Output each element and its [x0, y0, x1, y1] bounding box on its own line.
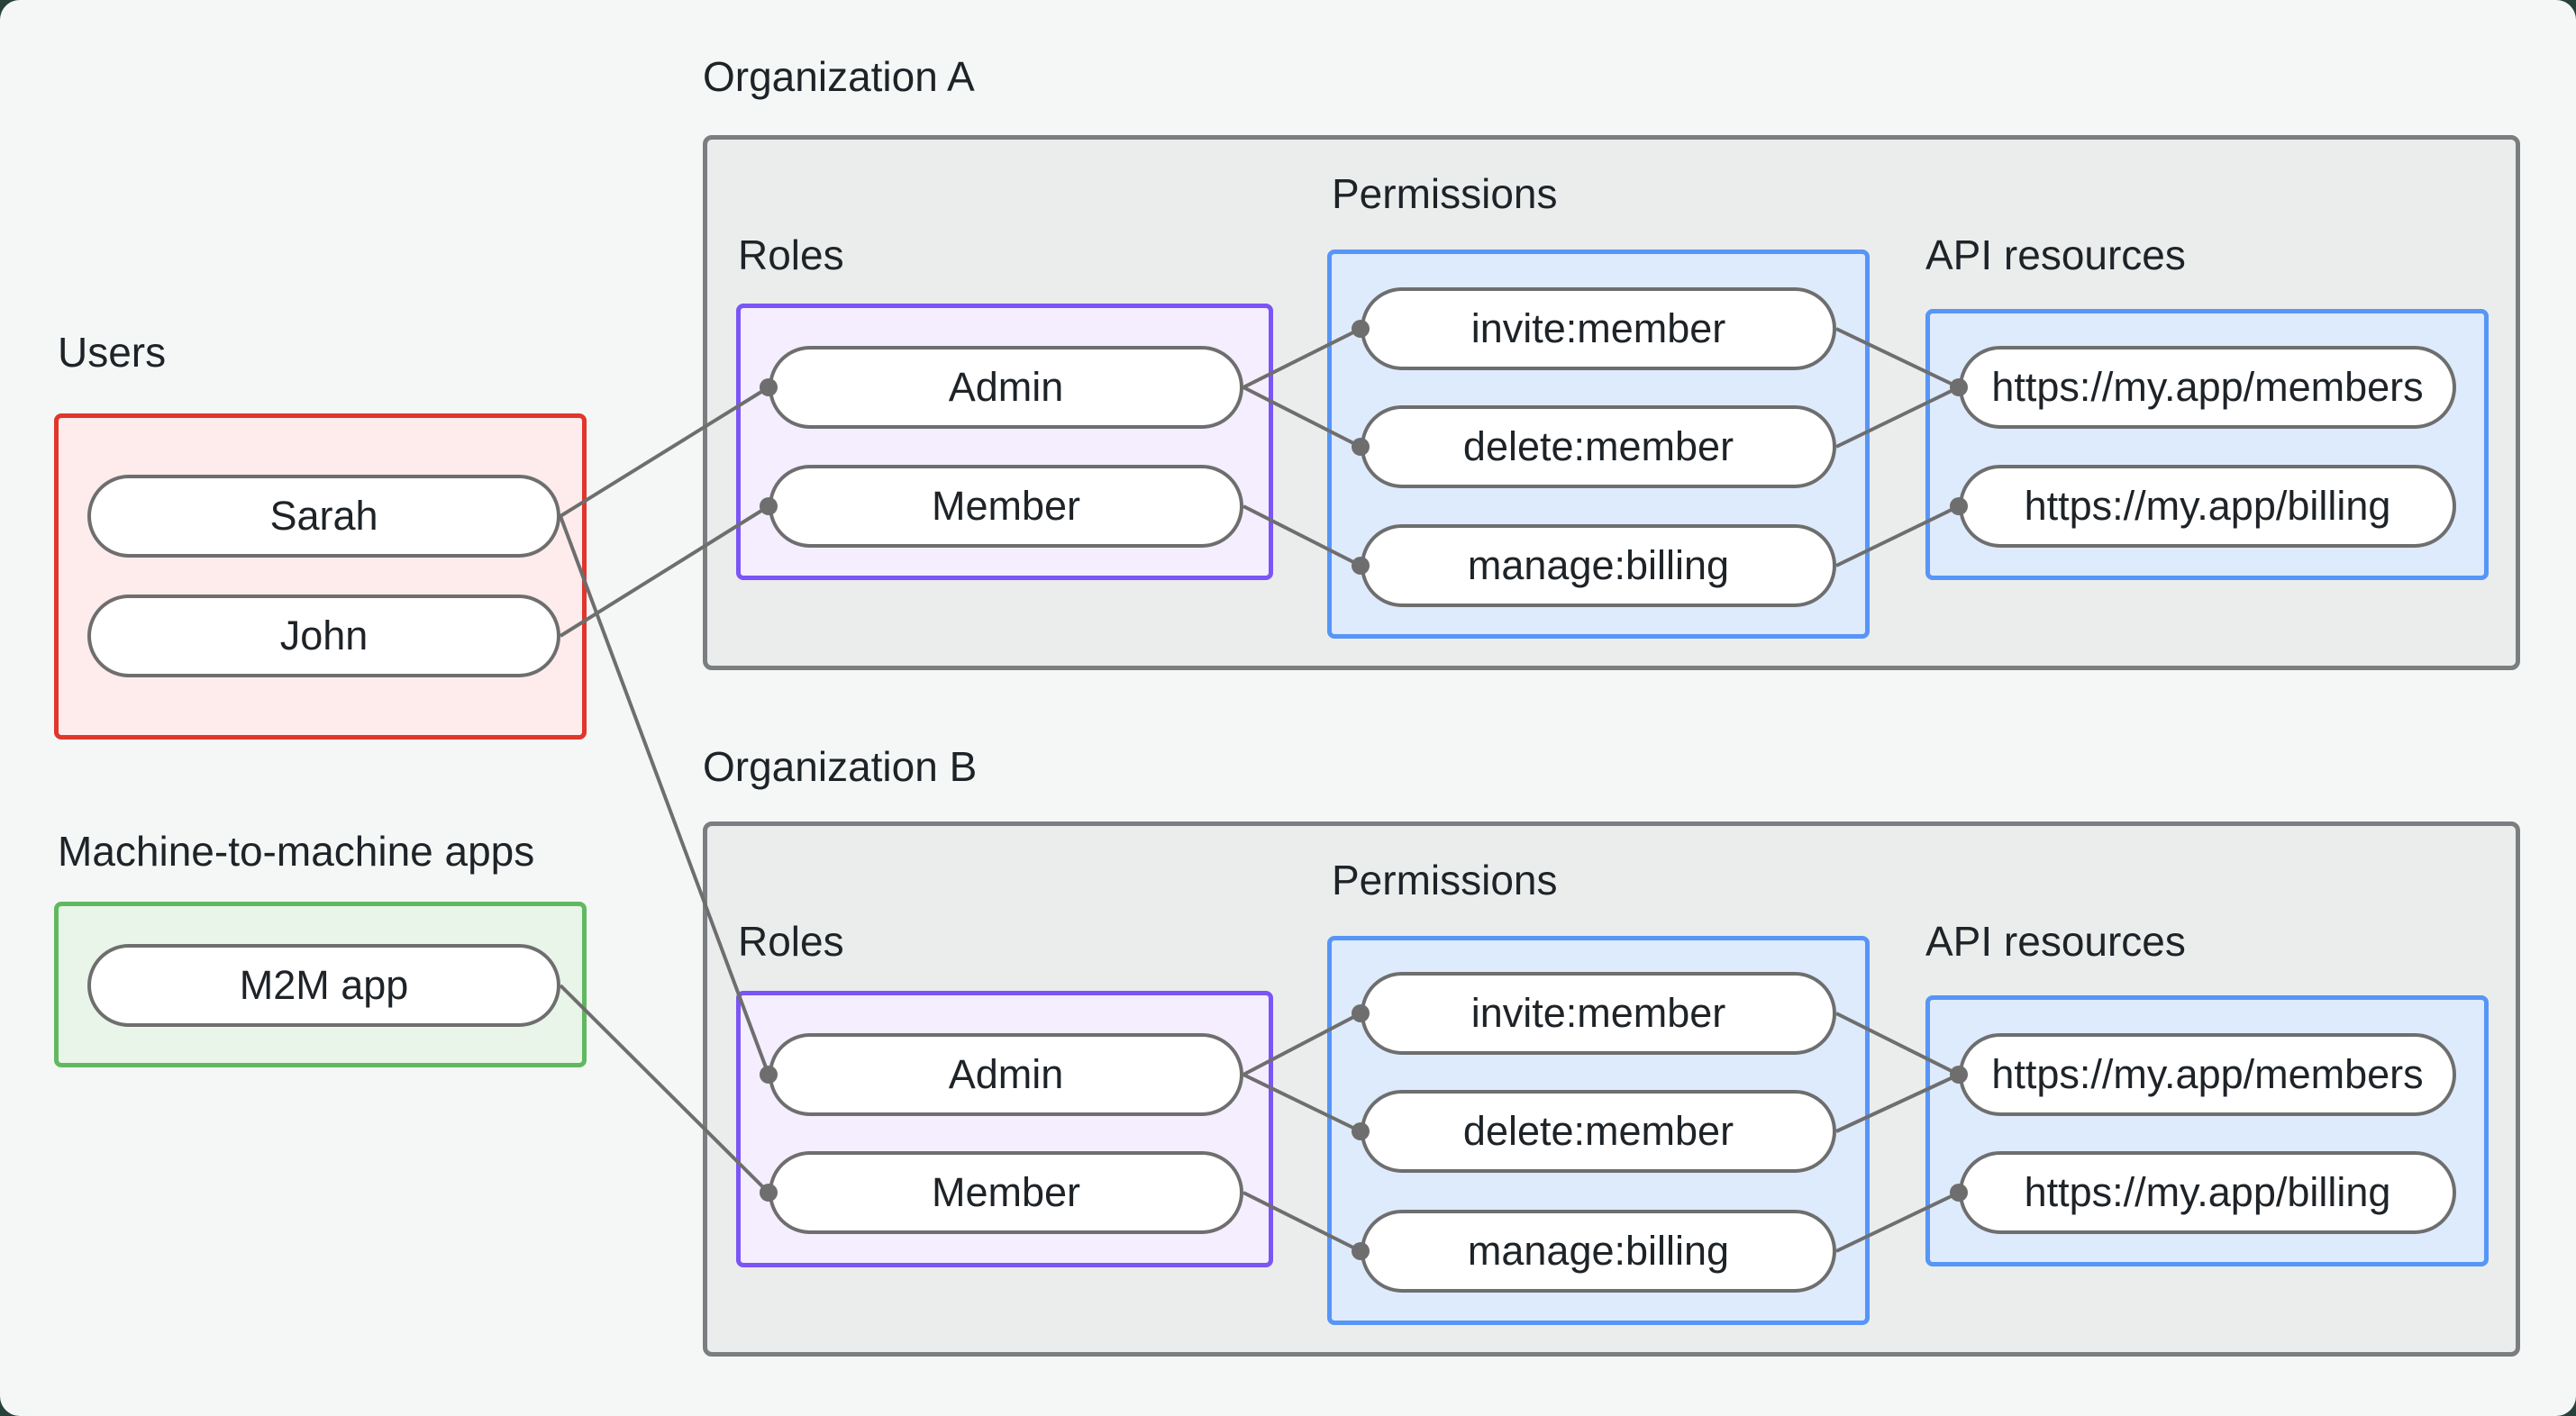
org-b-permission-node-manage-billing: manage:billing [1361, 1210, 1836, 1293]
org-b-roles-label: Roles [738, 918, 844, 965]
org-a-permission-node-invite-member: invite:member [1361, 287, 1836, 370]
org-b-api-resources-label: API resources [1925, 918, 2186, 965]
org-a-permissions-label: Permissions [1332, 170, 1558, 217]
org-a-api-node-members: https://my.app/members [1959, 346, 2456, 429]
org-a-api-node-billing: https://my.app/billing [1959, 465, 2456, 548]
org-b-api-node-billing: https://my.app/billing [1959, 1151, 2456, 1234]
org-a-api-resources-label: API resources [1925, 231, 2186, 278]
org-b-permissions-label: Permissions [1332, 857, 1558, 903]
org-b-permission-node-invite-member: invite:member [1361, 972, 1836, 1055]
org-a-permission-node-manage-billing: manage:billing [1361, 524, 1836, 607]
org-b-role-node-member: Member [769, 1151, 1243, 1234]
m2m-section-label: Machine-to-machine apps [58, 828, 535, 875]
users-section-label: Users [58, 329, 167, 376]
org-a-role-node-admin: Admin [769, 346, 1243, 429]
org-a-roles-label: Roles [738, 231, 844, 278]
org-b-title: Organization B [703, 743, 978, 790]
org-a-permission-node-delete-member: delete:member [1361, 405, 1836, 488]
org-a-role-node-member: Member [769, 465, 1243, 548]
org-b-role-node-admin: Admin [769, 1033, 1243, 1116]
org-b-permission-node-delete-member: delete:member [1361, 1090, 1836, 1173]
org-a-title: Organization A [703, 53, 975, 100]
m2m-app-node: M2M app [87, 944, 560, 1027]
users-group-box [54, 413, 587, 740]
user-node-sarah: Sarah [87, 475, 560, 558]
org-b-api-node-members: https://my.app/members [1959, 1033, 2456, 1116]
user-node-john: John [87, 595, 560, 677]
